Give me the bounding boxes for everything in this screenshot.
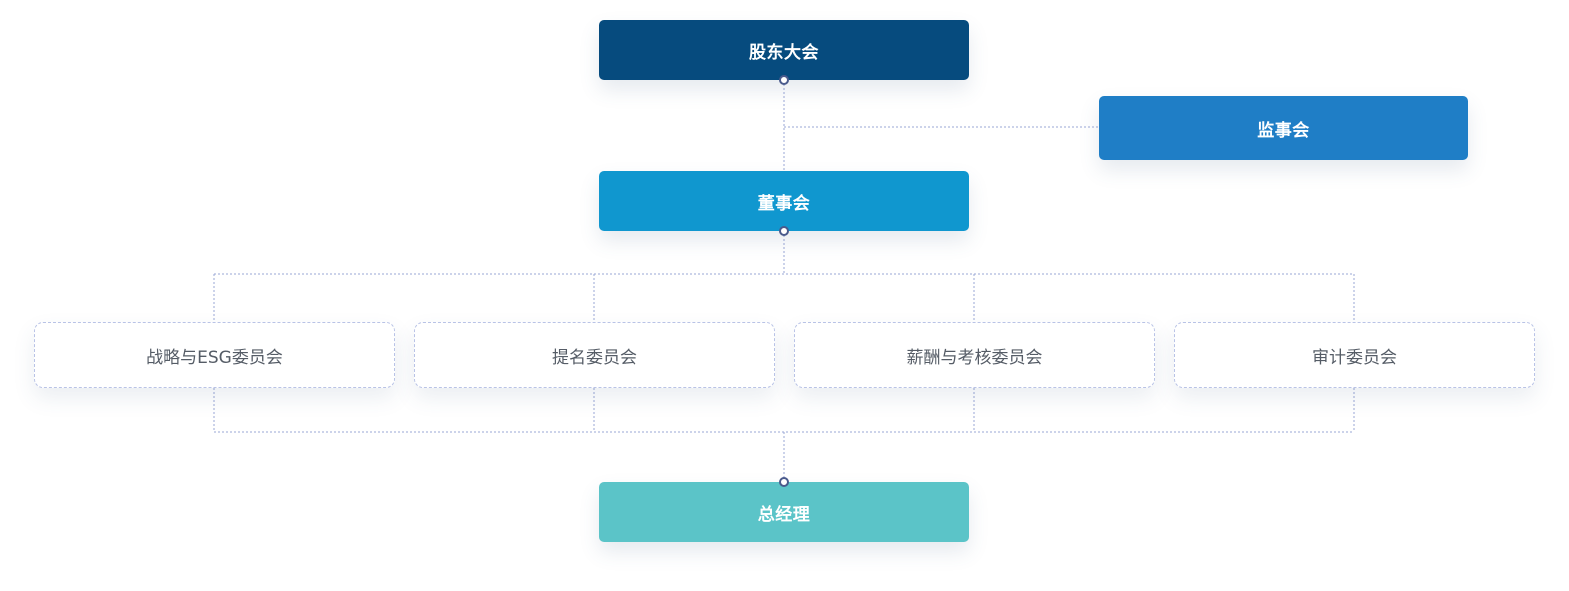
committee-label: 审计委员会 [1312,347,1397,368]
connector-dot-general-manager [779,477,789,487]
connector-dot-board [779,226,789,236]
board-of-directors-label: 董事会 [757,193,811,214]
board-of-directors-box: 董事会 [599,171,969,231]
supervisory-board-label: 监事会 [1257,120,1310,141]
shareholders-meeting-box: 股东大会 [599,20,969,80]
shareholders-meeting-label: 股东大会 [749,42,819,63]
committee-label: 薪酬与考核委员会 [906,347,1043,368]
committee-nomination: 提名委员会 [414,322,775,388]
general-manager-label: 总经理 [757,504,811,525]
supervisory-board-box: 监事会 [1099,96,1468,160]
committee-label: 提名委员会 [552,347,637,368]
committee-remuneration: 薪酬与考核委员会 [794,322,1155,388]
committee-strategy-esg: 战略与ESG委员会 [34,322,395,388]
committee-label: 战略与ESG委员会 [146,347,283,368]
connector-dot-shareholders [779,75,789,85]
committee-audit: 审计委员会 [1174,322,1535,388]
general-manager-box: 总经理 [599,482,969,542]
